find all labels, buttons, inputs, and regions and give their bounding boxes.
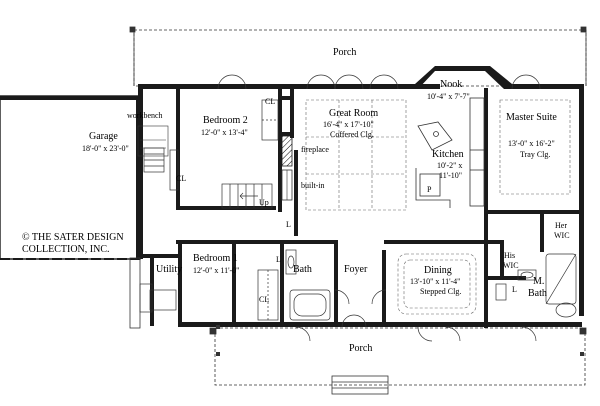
coffered-ceiling-grid [305,99,407,211]
foyer-name: Foyer [344,264,368,275]
porch-columns [216,325,584,356]
porch-bottom-area [209,327,587,395]
kitchen-name: Kitchen [432,149,464,160]
m-bath-line2: Bath [528,288,547,299]
tray-ceiling-outline [499,99,571,195]
porch-bottom-label: Porch [349,343,372,354]
kitchen-dims-line1: 10'-2" x [437,161,462,170]
nook-name: Nook [440,79,462,90]
his-wic-line2: WIC [503,261,519,270]
dining-dims: 13'-10" x 11'-4" [410,277,460,286]
dining-ceiling: Stepped Clg. [420,287,461,296]
closet-garage-label: CL [176,174,186,183]
closet-bed2-label: CL [265,97,275,106]
kitchen-dims-line2: 11'-10" [439,171,462,180]
her-wic-line2: WIC [554,231,570,240]
copyright-line1: © THE SATER DESIGN [22,232,124,243]
stairs-up-label: Up [259,198,269,207]
utility-name: Utility [156,264,182,275]
entry-doors [295,289,537,342]
hall-lav-label: L [286,220,291,229]
her-wic-line1: Her [555,221,567,230]
lav-mbath-label: L [512,285,517,294]
m-bath-line1: M. [533,276,544,287]
fireplace-label: fireplace [301,145,329,154]
bath-name: Bath [293,264,312,275]
dining-ceiling-outline [397,253,477,315]
bath-fixtures [139,249,577,321]
room-labels: Porch workbench Garage 18'-0" x 23'-0" B… [22,47,570,354]
his-wic-line1: His [504,251,515,260]
closets [169,99,279,321]
nook-dims: 10'-4" x 7'-7" [427,92,470,101]
master-suite-dims: 13'-0" x 16'-2" [508,139,555,148]
porch-doors-top [217,74,541,90]
builtin-label: built-in [301,181,325,190]
master-suite-ceiling: Tray Clg. [520,150,550,159]
dining-name: Dining [424,265,452,276]
lav-bed1-label: L [276,255,281,264]
garage-name: Garage [89,131,118,142]
pantry-label: P [427,185,432,194]
garage-dims: 18'-0" x 23'-0" [82,144,129,153]
porch-top-label: Porch [333,47,356,58]
great-room-dims: 16'-4" x 17'-10" [323,120,374,129]
bedroom1-dims: 12'-0" x 11'-0" [193,266,239,275]
exterior-walls [138,66,584,327]
closet-bed1-label: CL [259,295,269,304]
bedroom2-name: Bedroom 2 [203,115,248,126]
workbench-label: workbench [127,111,163,120]
stairs [143,147,273,209]
kitchen-counters [415,97,485,208]
fireplace-block [281,135,293,201]
great-room-ceiling: Coffered Clg. [330,130,374,139]
master-suite-name: Master Suite [506,112,557,123]
bedroom1-name: Bedroom 1 [193,253,238,264]
copyright-line2: COLLECTION, INC. [22,244,110,255]
porch-top-area [129,26,587,87]
bedroom2-dims: 12'-0" x 13'-4" [201,128,248,137]
great-room-name: Great Room [329,108,378,119]
